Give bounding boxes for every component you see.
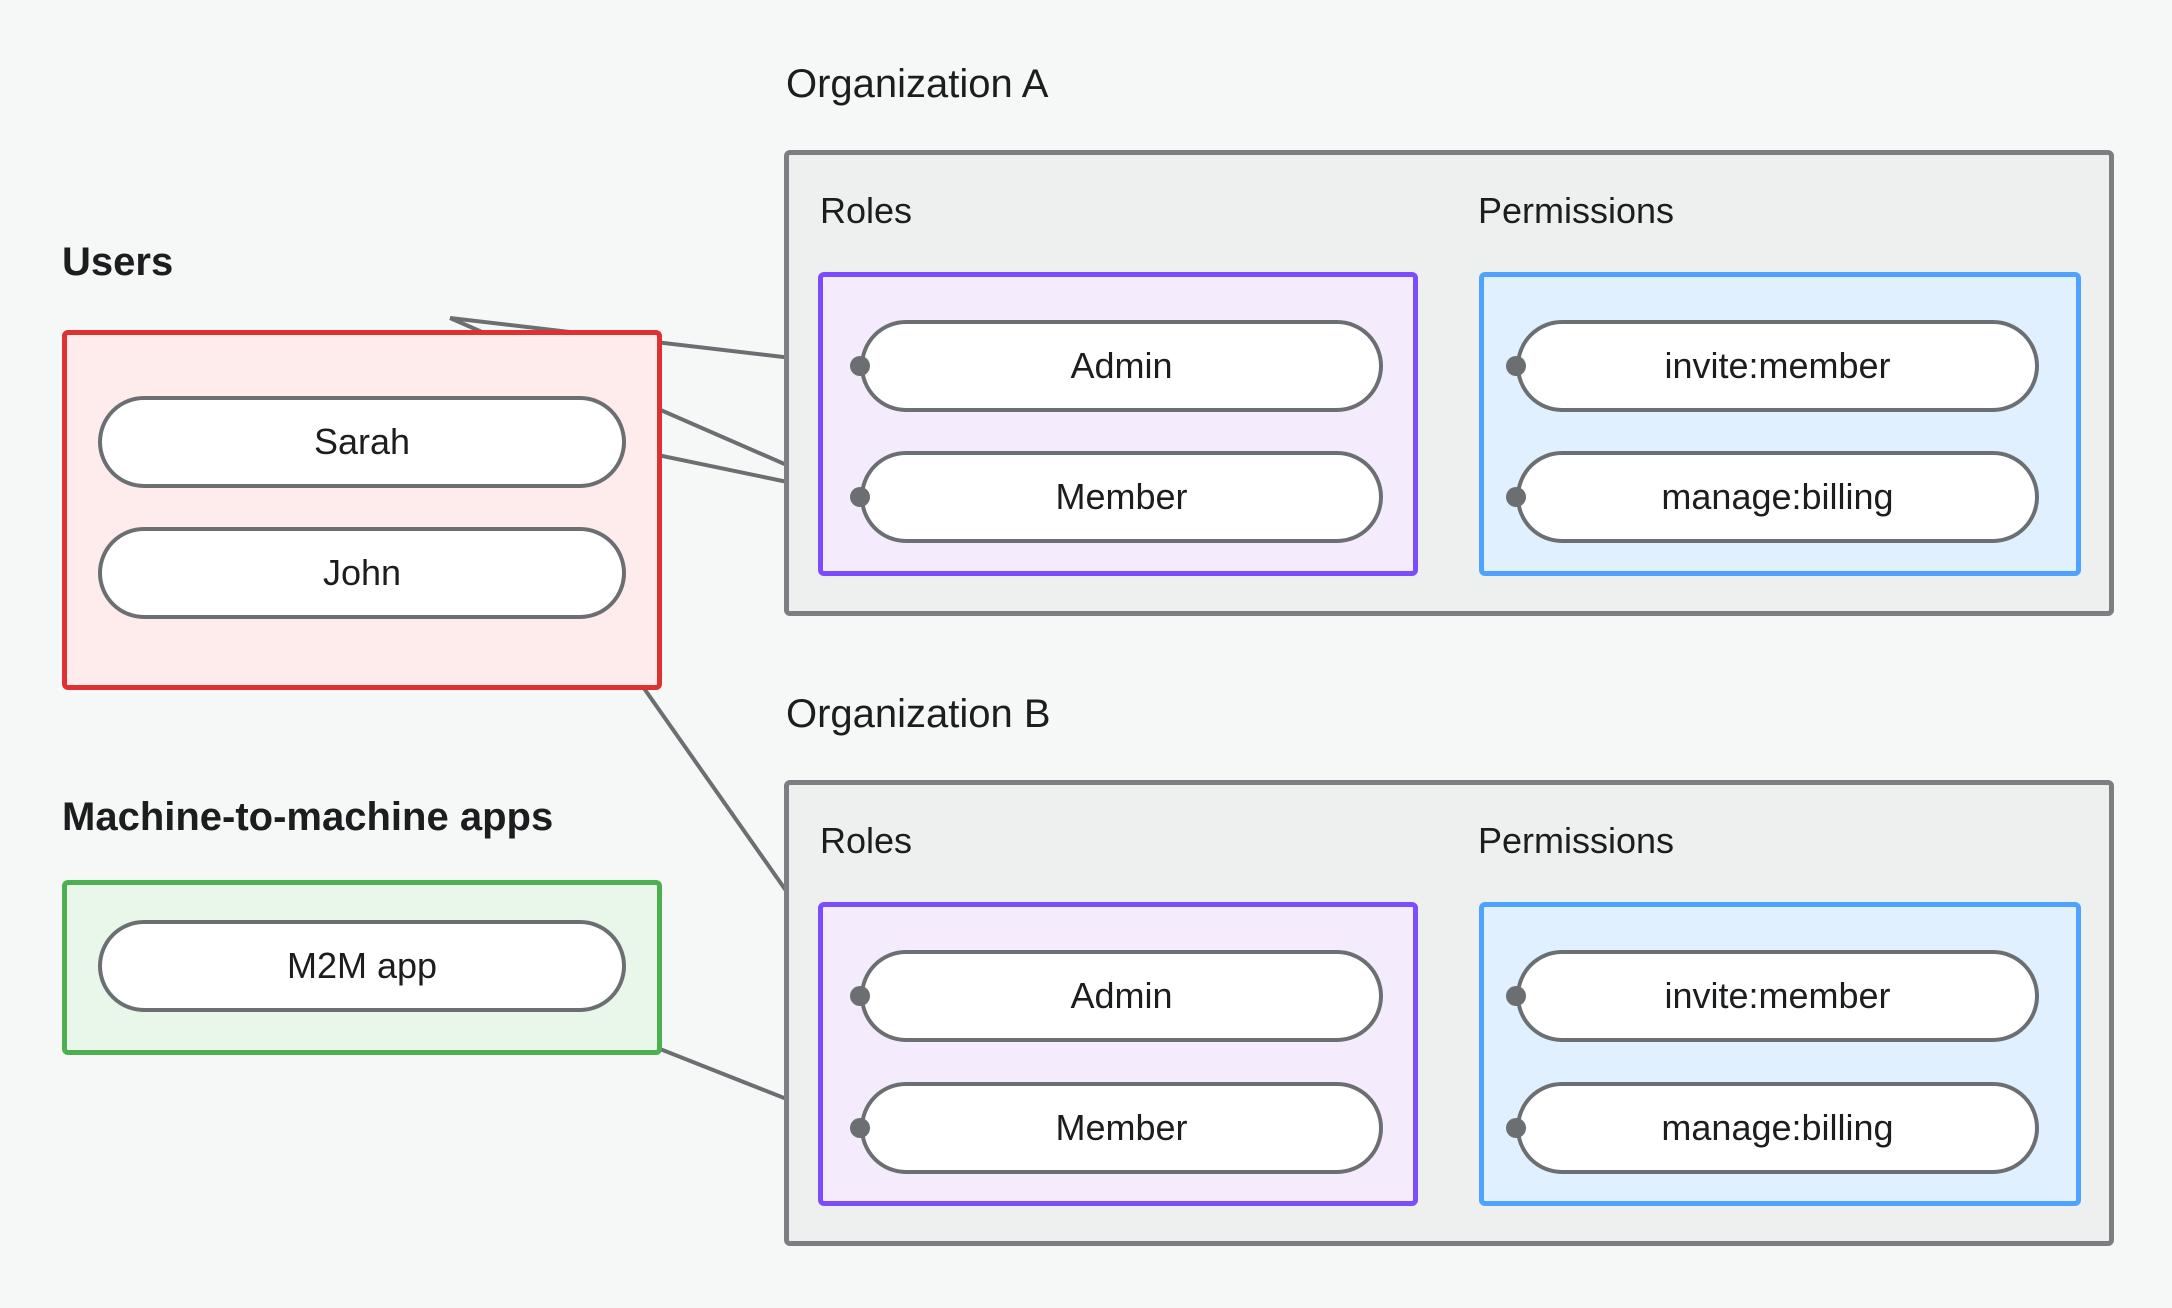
org-a-role-pill-member[interactable]: Member bbox=[860, 451, 1383, 543]
org-a-roles-title: Roles bbox=[820, 190, 913, 231]
user-pill-john[interactable]: John bbox=[98, 527, 626, 619]
m2m-pill-app[interactable]: M2M app bbox=[98, 920, 626, 1012]
connector-dot-org-b-member-left bbox=[850, 1118, 870, 1138]
org-a-title: Organization A bbox=[786, 62, 1049, 106]
connector-dot-org-a-invite-member-left bbox=[1506, 356, 1526, 376]
org-b-permission-pill-manage-billing[interactable]: manage:billing bbox=[1516, 1082, 2039, 1174]
org-b-roles-title: Roles bbox=[820, 820, 913, 861]
org-a-permission-pill-invite-member[interactable]: invite:member bbox=[1516, 320, 2039, 412]
org-b-permission-pill-invite-member[interactable]: invite:member bbox=[1516, 950, 2039, 1042]
connector-dot-org-b-admin-left bbox=[850, 986, 870, 1006]
org-b-role-pill-admin[interactable]: Admin bbox=[860, 950, 1383, 1042]
connector-dot-org-b-invite-member-left bbox=[1506, 986, 1526, 1006]
org-a-permissions-title: Permissions bbox=[1478, 190, 1675, 231]
user-pill-sarah[interactable]: Sarah bbox=[98, 396, 626, 488]
users-container bbox=[62, 330, 662, 690]
connector-dot-org-a-admin-left bbox=[850, 356, 870, 376]
users-group-title: Users bbox=[62, 240, 174, 284]
org-b-permissions-title: Permissions bbox=[1478, 820, 1675, 861]
org-a-role-pill-admin[interactable]: Admin bbox=[860, 320, 1383, 412]
connector-dot-org-a-member-left bbox=[850, 487, 870, 507]
org-b-role-pill-member[interactable]: Member bbox=[860, 1082, 1383, 1174]
connector-dot-org-a-manage-billing-left bbox=[1506, 487, 1526, 507]
org-b-title: Organization B bbox=[786, 692, 1051, 736]
org-a-permission-pill-manage-billing[interactable]: manage:billing bbox=[1516, 451, 2039, 543]
m2m-group-title: Machine-to-machine apps bbox=[62, 795, 554, 839]
connector-dot-org-b-manage-billing-left bbox=[1506, 1118, 1526, 1138]
